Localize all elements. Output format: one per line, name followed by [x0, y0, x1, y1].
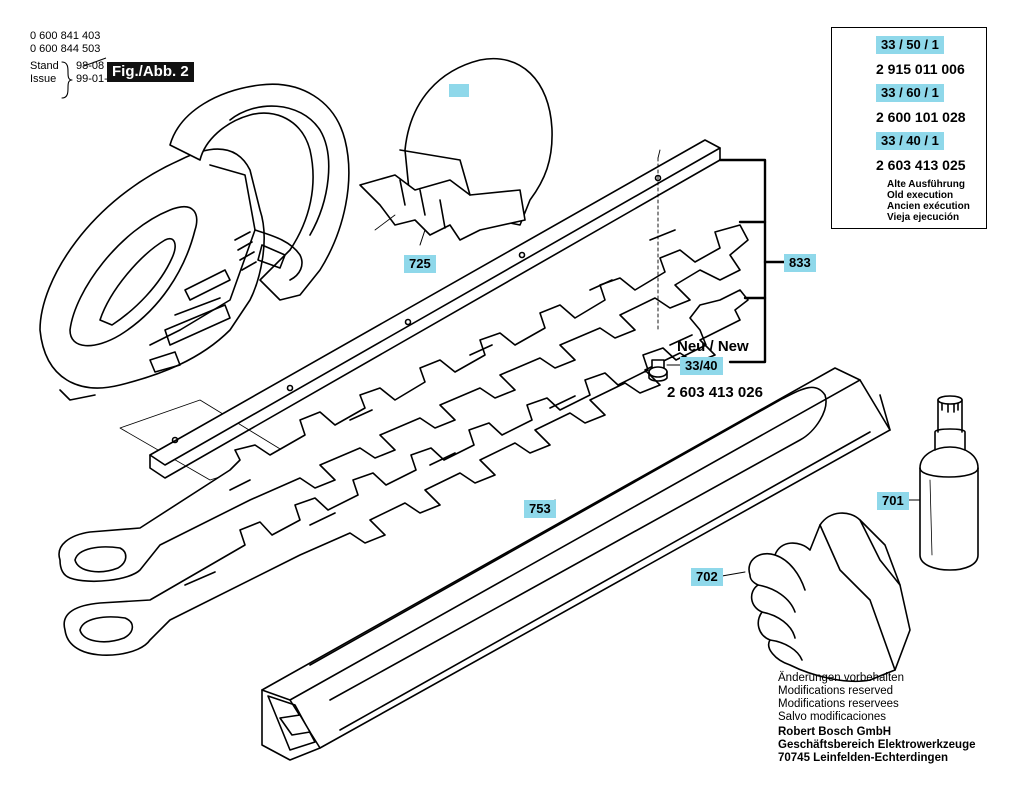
upper-blade: [58, 224, 749, 583]
legend-box: [831, 27, 987, 229]
old-exec-fr: Ancien exécution: [887, 201, 970, 212]
model-code-1: 0 600 841 403: [30, 30, 101, 42]
legend-part-1: 2 915 011 006: [876, 61, 965, 77]
new-label: Neu / New: [677, 338, 749, 355]
figure-label: Fig./Abb. 2: [107, 62, 194, 82]
guard-label-patch: [449, 84, 469, 97]
note-line-1: Änderungen vorbehalten: [778, 672, 904, 684]
oil-bottle: [919, 395, 979, 571]
old-exec-en: Old execution: [887, 190, 954, 201]
blade-sheath: [261, 367, 891, 761]
stand-label: Stand: [30, 60, 59, 72]
guide-rail: [149, 139, 721, 479]
old-exec-de: Alte Ausführung: [887, 179, 965, 190]
callout-33-40: 33/40: [680, 357, 723, 375]
hand-guard: [359, 57, 553, 241]
model-code-2: 0 600 844 503: [30, 43, 101, 55]
stand-value: 98-08: [76, 60, 105, 72]
legend-label-2: 33 / 60 / 1: [876, 84, 944, 102]
company-division: Geschäftsbereich Elektrowerkzeuge: [778, 739, 976, 751]
legend-part-3: 2 603 413 025: [876, 157, 966, 173]
gloves: [748, 512, 911, 683]
company-name: Robert Bosch GmbH: [778, 726, 892, 738]
lower-blade: [63, 289, 749, 656]
legend-label-1: 33 / 50 / 1: [876, 36, 944, 54]
legend-part-2: 2 600 101 028: [876, 109, 966, 125]
screw-new: [648, 359, 668, 382]
callout-702: 702: [691, 568, 723, 586]
note-line-3: Modifications reservees: [778, 698, 899, 710]
old-exec-es: Vieja ejecución: [887, 212, 960, 223]
company-address: 70745 Leinfelden-Echterdingen: [778, 752, 948, 764]
callout-753: 753: [524, 500, 556, 518]
new-part-number: 2 603 413 026: [667, 384, 763, 401]
note-line-2: Modifications reserved: [778, 685, 894, 697]
callout-701: 701: [877, 492, 909, 510]
callout-833: 833: [784, 254, 816, 272]
note-line-4: Salvo modificaciones: [778, 711, 887, 723]
header-brace: [61, 61, 73, 99]
motor-housing: [39, 83, 350, 401]
issue-label: Issue: [30, 73, 57, 85]
callout-725: 725: [404, 255, 436, 273]
legend-label-3: 33 / 40 / 1: [876, 132, 944, 150]
